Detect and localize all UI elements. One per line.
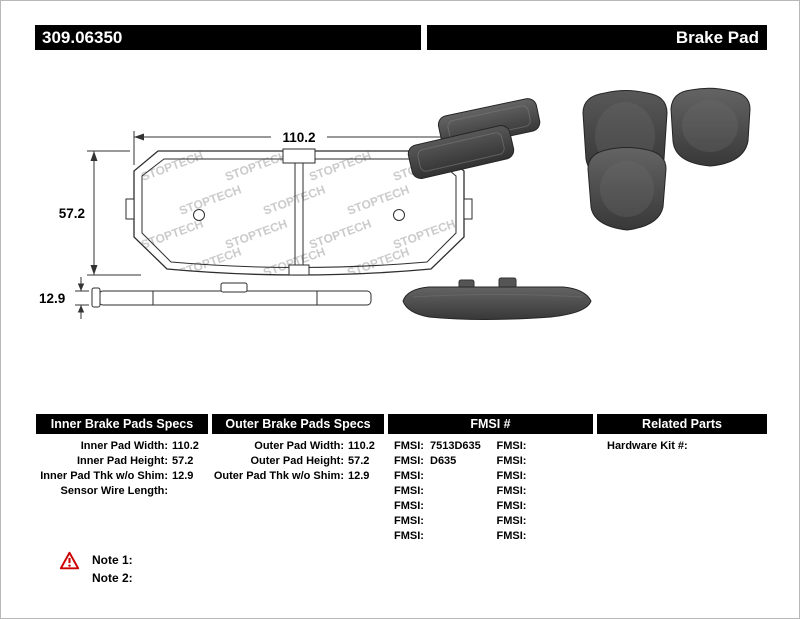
fmsi-column-1: FMSI: 7513D635 FMSI: D635 FMSI: FMSI: FM…: [388, 439, 491, 544]
pad-front-view: [125, 148, 473, 276]
svg-text:STOPTECH: STOPTECH: [261, 182, 327, 217]
fmsi-row: FMSI:: [491, 469, 594, 484]
outer-spec-row: Outer Pad Thk w/o Shim: 12.9: [212, 469, 384, 484]
spec-label: Outer Pad Width:: [254, 440, 344, 452]
warning-icon: [59, 551, 80, 569]
fmsi-row: FMSI:: [388, 499, 491, 514]
width-dimension-label: 110.2: [282, 130, 315, 145]
fmsi-header: FMSI #: [388, 414, 593, 434]
spec-label: Inner Pad Thk w/o Shim:: [40, 470, 168, 482]
fmsi-label: FMSI:: [394, 470, 424, 482]
fmsi-label: FMSI:: [496, 485, 527, 497]
outer-specs-header: Outer Brake Pads Specs: [212, 414, 384, 434]
technical-drawing: STOPTECH STOPTECH STOPTECH STOPTECH STOP…: [39, 87, 751, 320]
fmsi-row: FMSI:: [388, 529, 491, 544]
svg-text:STOPTECH: STOPTECH: [177, 182, 243, 217]
spec-value: 12.9: [172, 470, 194, 482]
fmsi-row: FMSI:: [491, 514, 594, 529]
thickness-dimension: 12.9: [39, 277, 89, 319]
note-2-label: Note 2:: [92, 571, 133, 585]
outer-spec-row: Outer Pad Width: 110.2: [212, 439, 384, 454]
fmsi-row: FMSI:: [388, 469, 491, 484]
fmsi-row: FMSI:: [491, 439, 594, 454]
spec-label: Sensor Wire Length:: [60, 485, 168, 497]
svg-text:STOPTECH: STOPTECH: [177, 244, 243, 279]
svg-text:STOPTECH: STOPTECH: [139, 148, 205, 183]
svg-text:STOPTECH: STOPTECH: [139, 216, 205, 251]
inner-spec-row: Inner Pad Thk w/o Shim: 12.9: [36, 469, 208, 484]
inner-specs-table: Inner Brake Pads Specs Inner Pad Width: …: [36, 414, 208, 499]
svg-text:STOPTECH: STOPTECH: [223, 148, 289, 183]
fmsi-value: 7513D635: [430, 440, 481, 452]
note-1-label: Note 1:: [92, 553, 133, 567]
inner-spec-row: Inner Pad Width: 110.2: [36, 439, 208, 454]
fmsi-row: FMSI:: [491, 454, 594, 469]
fmsi-row: FMSI:: [491, 484, 594, 499]
related-parts-table: Related Parts Hardware Kit #:: [597, 414, 767, 454]
fmsi-value: D635: [430, 455, 457, 467]
height-dimension-label: 57.2: [59, 206, 85, 221]
pad-photo-face-3: [587, 147, 667, 231]
fmsi-label: FMSI:: [394, 485, 424, 497]
fmsi-label: FMSI:: [496, 470, 527, 482]
pad-photo-face-2: [670, 87, 751, 167]
spec-label: Outer Pad Height:: [250, 455, 344, 467]
inner-specs-header: Inner Brake Pads Specs: [36, 414, 208, 434]
outer-specs-table: Outer Brake Pads Specs Outer Pad Width: …: [212, 414, 384, 484]
note-line-1: Note 1:: [59, 551, 133, 569]
fmsi-label: FMSI:: [496, 500, 527, 512]
fmsi-label: FMSI:: [496, 440, 527, 452]
fmsi-column-2: FMSI: FMSI: FMSI: FMSI: FMSI:: [491, 439, 594, 544]
pad-profile-view: [91, 282, 372, 308]
spec-value: 57.2: [348, 455, 370, 467]
spec-value: 12.9: [348, 470, 370, 482]
svg-text:STOPTECH: STOPTECH: [307, 148, 373, 183]
related-part-row: Hardware Kit #:: [597, 439, 767, 454]
pad-edge-photo: [402, 277, 592, 320]
product-type: Brake Pad: [675, 28, 759, 47]
pad-photos: [407, 87, 751, 231]
fmsi-label: FMSI:: [496, 455, 527, 467]
fmsi-row: FMSI: D635: [388, 454, 491, 469]
pad-photo-angled-2: [407, 125, 515, 179]
inner-spec-row: Sensor Wire Length:: [36, 484, 208, 499]
thickness-dimension-label: 12.9: [39, 291, 65, 306]
spec-value: 110.2: [172, 440, 199, 452]
spec-label: Inner Pad Height:: [76, 455, 168, 467]
fmsi-row: FMSI:: [388, 484, 491, 499]
notes-section: Note 1: Note 2:: [59, 551, 133, 587]
fmsi-label: FMSI:: [496, 515, 527, 527]
fmsi-row: FMSI:: [491, 499, 594, 514]
fmsi-label: FMSI:: [394, 455, 424, 467]
part-number-header: 309.06350: [35, 25, 421, 50]
related-parts-header: Related Parts: [597, 414, 767, 434]
outer-spec-row: Outer Pad Height: 57.2: [212, 454, 384, 469]
fmsi-row: FMSI: 7513D635: [388, 439, 491, 454]
fmsi-row: FMSI:: [491, 529, 594, 544]
fmsi-table: FMSI # FMSI: 7513D635 FMSI: D635 FMSI: F…: [388, 414, 593, 544]
fmsi-label: FMSI:: [394, 515, 424, 527]
spec-value: [168, 484, 208, 499]
spec-label: Inner Pad Width:: [80, 440, 168, 452]
fmsi-label: FMSI:: [394, 440, 424, 452]
fmsi-label: FMSI:: [394, 500, 424, 512]
stoptech-watermark: STOPTECH STOPTECH STOPTECH STOPTECH STOP…: [139, 148, 457, 279]
note-line-2: Note 2:: [59, 569, 133, 587]
spec-label: Outer Pad Thk w/o Shim:: [213, 470, 344, 482]
product-type-header: Brake Pad: [427, 25, 767, 50]
height-dimension: 57.2: [59, 150, 141, 276]
inner-spec-row: Inner Pad Height: 57.2: [36, 454, 208, 469]
related-part-label: Hardware Kit #:: [607, 440, 688, 452]
part-number: 309.06350: [42, 28, 123, 47]
fmsi-row: FMSI:: [388, 514, 491, 529]
fmsi-label: FMSI:: [496, 530, 527, 542]
fmsi-label: FMSI:: [394, 530, 424, 542]
spec-value: 110.2: [348, 440, 375, 452]
spec-value: 57.2: [172, 455, 194, 467]
